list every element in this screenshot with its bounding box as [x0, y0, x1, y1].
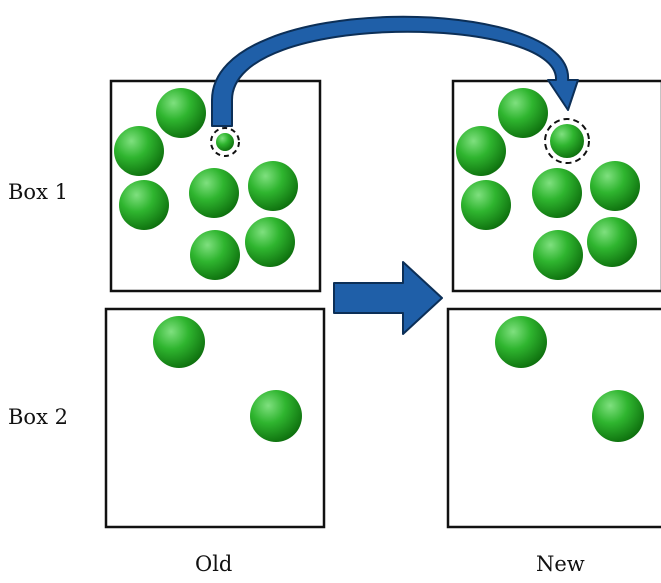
ball — [156, 88, 206, 138]
ball — [250, 390, 302, 442]
ball — [190, 230, 240, 280]
highlight-circle-old — [210, 127, 240, 157]
ball — [587, 217, 637, 267]
grown-ball — [550, 124, 584, 158]
ball — [592, 390, 644, 442]
old-label: Old — [195, 552, 233, 576]
highlight-circle-new — [544, 118, 590, 164]
ball — [461, 180, 511, 230]
box-2-label: Box 2 — [8, 405, 68, 429]
ball — [245, 217, 295, 267]
ball — [248, 161, 298, 211]
ball — [590, 161, 640, 211]
new-label: New — [536, 552, 585, 576]
ball — [119, 180, 169, 230]
curved-arrow — [211, 15, 579, 127]
ball — [495, 316, 547, 368]
new-box-2-balls — [495, 316, 644, 442]
box-1-label: Box 1 — [8, 180, 68, 204]
new-box-1-balls — [456, 88, 640, 280]
ball — [533, 230, 583, 280]
old-box-1-balls — [114, 88, 298, 280]
transition-arrow — [333, 261, 443, 335]
ball — [532, 168, 582, 218]
ball — [456, 126, 506, 176]
ball — [498, 88, 548, 138]
ball — [189, 168, 239, 218]
small-ball — [216, 133, 234, 151]
ball — [153, 316, 205, 368]
old-box-2-balls — [153, 316, 302, 442]
ball — [114, 126, 164, 176]
